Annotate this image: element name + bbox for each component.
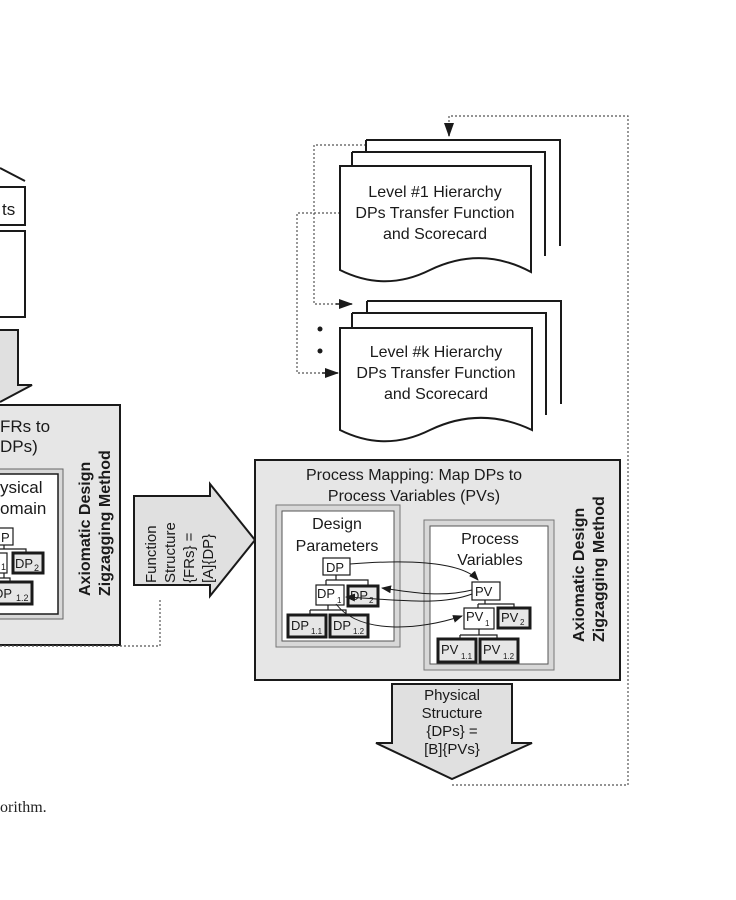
pv2-node-sub: 2: [520, 618, 525, 627]
left-side-label-1: Axiomatic Design: [77, 462, 94, 596]
dotted-link-doc1-to-dock-front: [296, 212, 340, 374]
left-top-box: [0, 186, 26, 226]
pv-node-label: PV: [475, 584, 493, 599]
pv-node: PV: [471, 581, 501, 601]
left-node-dp1: [0, 552, 8, 574]
figure-caption: orithm.: [0, 799, 47, 816]
pv11-node: PV 1.1: [436, 637, 478, 664]
function-arrow-line-3: {FRs} =: [181, 532, 198, 583]
pv-panel-title-2: Variables: [457, 552, 523, 569]
pv11-node-sub: 1.1: [461, 652, 473, 661]
function-arrow-line-4: [A]{DP}: [200, 534, 217, 583]
left-node-dp1-sub: 1: [1, 562, 6, 572]
mapping-arrow-dp1-to-pv1: [335, 603, 463, 628]
left-node-root-label: P: [1, 530, 10, 545]
dock-line-3: and Scorecard: [384, 386, 488, 403]
pv11-node-label: PV: [441, 642, 459, 657]
dp11-node: DP 1.1: [286, 613, 328, 639]
left-node-dp12: [0, 580, 34, 606]
left-side-label-2: Zigzagging Method: [97, 450, 114, 596]
document-shape: [339, 165, 532, 283]
ellipsis-dot: [317, 348, 323, 354]
doc1-line-1: Level #1 Hierarchy: [368, 184, 501, 201]
pv-panel-title-1: Process: [461, 531, 519, 548]
dp-panel-title-2: Parameters: [296, 538, 379, 555]
process-mapping-title-1: Process Mapping: Map DPs to: [306, 467, 522, 484]
dp-node: DP: [322, 557, 351, 576]
pv1-node-sub: 1: [485, 619, 490, 628]
left-mapping-title-2: DPs): [0, 437, 38, 456]
left-domain-title-2: omain: [0, 499, 46, 518]
function-structure-arrow: Function Structure {FRs} = [A]{DP}: [133, 481, 257, 599]
physical-arrow-line-1: Physical: [424, 687, 480, 704]
dotted-link-doc1-to-dock: [313, 144, 366, 305]
dp1-node: DP 1: [315, 584, 345, 606]
left-mapping-title-1: FRs to: [0, 417, 50, 436]
left-cropped-section: ts FRs to DPs) ysical omain P 1 DP 2 DP …: [0, 167, 121, 646]
document-stack-level-1: Level #1 Hierarchy DPs Transfer Function…: [339, 139, 561, 283]
document-stack-level-k: Level #k Hierarchy DPs Transfer Function…: [339, 300, 562, 443]
pv2-node: PV 2: [496, 606, 532, 630]
physical-structure-arrow: Physical Structure {DPs} = [B]{PVs}: [375, 683, 533, 781]
doc1-line-2: DPs Transfer Function: [355, 205, 514, 222]
pv12-node-sub: 1.2: [503, 652, 515, 661]
dp2-node: DP 2: [346, 584, 380, 608]
dp11-node-sub: 1.1: [311, 627, 323, 636]
left-node-dp2-label: DP: [15, 556, 33, 571]
dp11-node-label: DP: [291, 618, 309, 633]
mapping-arrow-pv-to-dp1: [345, 593, 473, 602]
dp2-node-sub: 2: [369, 596, 374, 605]
dp-node-label: DP: [326, 560, 344, 575]
document-shape: [339, 327, 533, 443]
dp-panel-title-1: Design: [312, 516, 362, 533]
function-arrow-line-1: Function: [143, 525, 160, 583]
left-node-dp12-sub: 1.2: [16, 593, 29, 603]
right-side-label-1: Axiomatic Design: [571, 508, 588, 642]
pv12-node-label: PV: [483, 642, 501, 657]
mapping-arrow-dp-to-pv: [349, 561, 479, 581]
pv1-node: PV 1: [463, 607, 495, 630]
left-down-arrow: [0, 329, 33, 403]
dotted-feedback-loop: [448, 115, 629, 786]
physical-arrow-line-4: [B]{PVs}: [424, 741, 480, 758]
pv1-node-label: PV: [466, 609, 484, 624]
left-top-box-text: ts: [2, 200, 15, 219]
left-node-dp12-label: DP: [0, 586, 12, 601]
physical-arrow-line-2: Structure: [422, 705, 483, 722]
mapping-arrow-pv-to-dp2: [381, 585, 473, 595]
ellipsis-dot: [317, 326, 323, 332]
dp1-node-sub: 1: [337, 596, 342, 605]
dp2-node-label: DP: [350, 588, 368, 603]
dp12-node-label: DP: [333, 618, 351, 633]
pv12-node: PV 1.2: [478, 637, 520, 664]
pv2-node-label: PV: [501, 610, 519, 625]
roof-line: [0, 167, 26, 182]
dp12-node-sub: 1.2: [353, 627, 365, 636]
left-node-dp2-sub: 2: [34, 563, 39, 573]
function-arrow-line-2: Structure: [162, 522, 179, 583]
physical-arrow-line-3: {DPs} =: [426, 723, 478, 740]
process-mapping-panel: Process Mapping: Map DPs to Process Vari…: [254, 459, 621, 681]
right-side-label-2: Zigzagging Method: [591, 496, 608, 642]
dp12-node: DP 1.2: [328, 613, 370, 639]
left-middle-box: [0, 230, 26, 318]
process-mapping-title-2: Process Variables (PVs): [328, 488, 500, 505]
left-node-dp2: [11, 551, 45, 575]
dotted-connector-left: [0, 598, 161, 647]
doc1-line-3: and Scorecard: [383, 226, 487, 243]
dock-line-2: DPs Transfer Function: [356, 365, 515, 382]
left-domain-title-1: ysical: [0, 478, 43, 497]
dock-line-1: Level #k Hierarchy: [370, 344, 503, 361]
dp1-node-label: DP: [317, 586, 335, 601]
